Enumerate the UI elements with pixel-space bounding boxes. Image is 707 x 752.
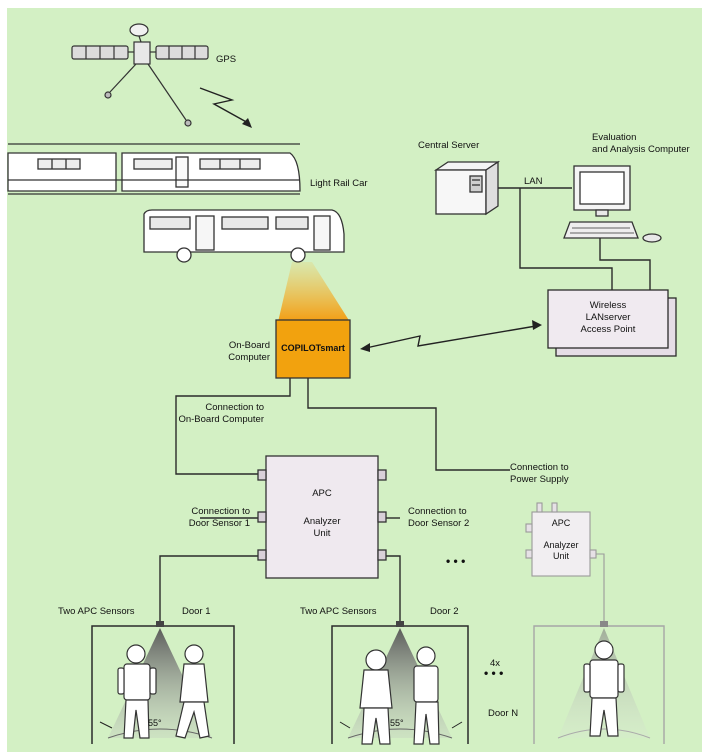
door2-label: Door 2 bbox=[430, 606, 459, 617]
apc-analyzer-unit-small bbox=[525, 502, 605, 626]
wireless-access-point bbox=[547, 289, 677, 357]
apc-label-line2: Analyzer bbox=[303, 516, 341, 527]
diagram-background bbox=[7, 8, 702, 752]
copilot-label: COPILOTsmart bbox=[281, 343, 345, 353]
bus-icon bbox=[143, 209, 345, 263]
angle-label-door2: 55° bbox=[390, 718, 404, 728]
two-apc-sensors-label-1: Two APC Sensors bbox=[58, 606, 135, 617]
light-rail-car-icon bbox=[7, 143, 301, 195]
analysis-computer-icon bbox=[563, 165, 662, 243]
conn-door2-label-line2: Door Sensor 2 bbox=[408, 518, 470, 529]
copilot-box bbox=[275, 319, 351, 379]
apc-label-line3: Unit bbox=[313, 528, 331, 539]
conn-door1-label-line2: Door Sensor 1 bbox=[188, 518, 250, 529]
door-frame-n bbox=[533, 625, 665, 744]
apc-small-label-line2: Analyzer bbox=[543, 540, 579, 550]
conn-power-label-line2: Power Supply bbox=[510, 474, 569, 485]
evaluation-label-line2: and Analysis Computer bbox=[592, 144, 690, 155]
conn-onboard-label-line2: On-Board Computer bbox=[178, 414, 264, 425]
passenger-figures-door2 bbox=[359, 646, 440, 745]
apc-analyzer-unit bbox=[257, 455, 387, 579]
conn-power-label-line1: Connection to bbox=[510, 462, 569, 473]
bus-to-computer-beam bbox=[278, 262, 350, 322]
apc-wiring bbox=[159, 378, 510, 626]
angle-arrows bbox=[99, 721, 463, 729]
wireless-label-line1: Wireless bbox=[589, 300, 627, 311]
light-rail-car-label: Light Rail Car bbox=[310, 178, 368, 189]
central-server-icon bbox=[433, 160, 501, 216]
lan-connection-lines bbox=[498, 187, 651, 290]
ellipsis-mid: • • • bbox=[446, 554, 466, 568]
onboard-label-line1: On-Board bbox=[228, 340, 270, 351]
onboard-label-line2: Computer bbox=[228, 352, 270, 363]
apc-label-line1: APC bbox=[312, 488, 332, 499]
conn-door2-label-line1: Connection to bbox=[408, 506, 467, 517]
door1-label: Door 1 bbox=[182, 606, 211, 617]
evaluation-label-line1: Evaluation bbox=[592, 132, 637, 143]
conn-door1-label-line1: Connection to bbox=[191, 506, 250, 517]
wireless-link-arrow bbox=[365, 325, 537, 349]
times4-label: 4x bbox=[490, 658, 501, 669]
ellipsis-low: • • • bbox=[484, 666, 504, 680]
gps-signal-arrow bbox=[199, 87, 251, 125]
passenger-figures-door1 bbox=[117, 644, 210, 739]
angle-label-door1: 55° bbox=[148, 718, 162, 728]
conn-onboard-label-line1: Connection to bbox=[205, 402, 264, 413]
central-server-label: Central Server bbox=[418, 140, 480, 151]
apc-small-label-line3: Unit bbox=[552, 551, 569, 561]
wireless-label-line3: Access Point bbox=[580, 324, 636, 335]
doorN-label: Door N bbox=[488, 708, 519, 719]
apc-small-label-line1: APC bbox=[551, 518, 571, 528]
passenger-figure-doorN bbox=[583, 640, 625, 737]
lan-label: LAN bbox=[524, 176, 543, 187]
gps-label: GPS bbox=[216, 54, 237, 65]
wireless-label-line2: LANserver bbox=[585, 312, 631, 323]
gps-satellite-icon bbox=[71, 23, 209, 127]
two-apc-sensors-label-2: Two APC Sensors bbox=[300, 606, 377, 617]
